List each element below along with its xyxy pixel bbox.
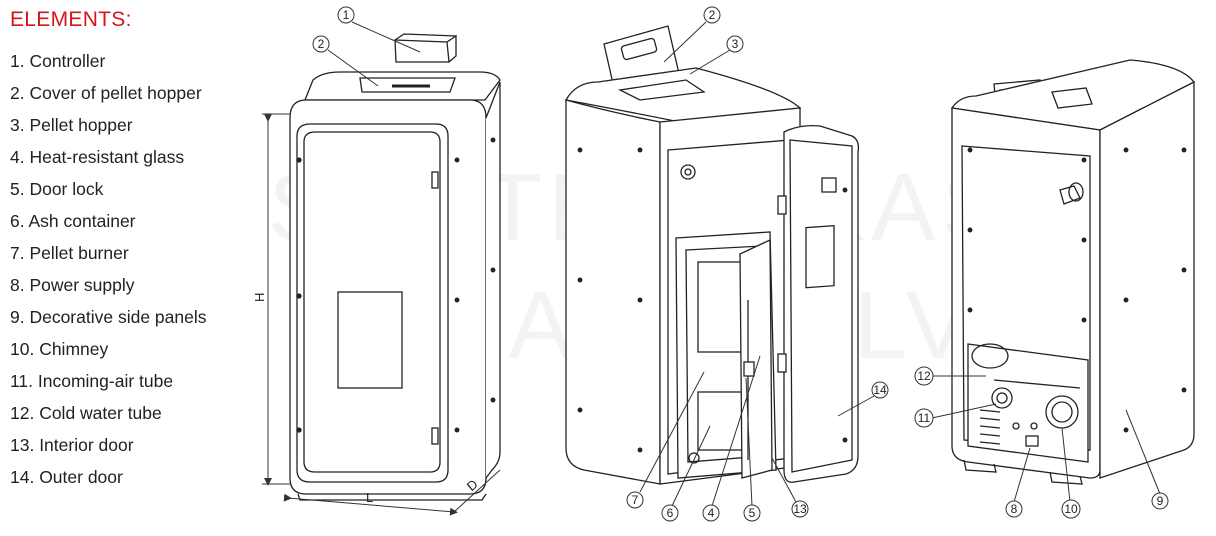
callout-label: 13 (793, 502, 807, 516)
callout-label: 4 (708, 506, 715, 520)
elements-legend: ELEMENTS: 1. Controller 2. Cover of pell… (10, 8, 260, 493)
callout-marker (914, 408, 934, 428)
dimension-height: H (252, 293, 267, 302)
back-callouts (914, 366, 1169, 519)
callout-marker (1151, 492, 1169, 510)
callout-label: 10 (1064, 502, 1078, 516)
front-dimensions (262, 113, 501, 516)
callout-label: 14 (873, 383, 887, 397)
callout-marker (1005, 500, 1023, 518)
legend-item: 9. Decorative side panels (10, 307, 207, 327)
callout-label: 9 (1157, 494, 1164, 508)
legend-item: 4. Heat-resistant glass (10, 147, 185, 167)
legend-item: 14. Outer door (10, 467, 123, 487)
callout-marker (726, 35, 744, 53)
legend-item: 13. Interior door (10, 435, 134, 455)
callout-label: 11 (918, 411, 931, 425)
callout-marker (312, 35, 330, 53)
front-callouts (312, 6, 421, 87)
legend-item: 12. Cold water tube (10, 403, 162, 423)
callout-marker (791, 500, 809, 518)
legend-item: 8. Power supply (10, 275, 135, 295)
callout-marker (1061, 499, 1081, 519)
callout-marker (661, 504, 679, 522)
callout-label: 2 (709, 8, 716, 22)
callout-marker (702, 504, 720, 522)
legend-item: 3. Pellet hopper (10, 115, 133, 135)
open-view-boiler (564, 25, 860, 485)
callout-label: 8 (1011, 502, 1018, 516)
callout-marker (337, 6, 355, 24)
legend-item: 10. Chimney (10, 339, 109, 359)
legend-item: 6. Ash container (10, 211, 136, 231)
callout-label: 7 (632, 493, 639, 507)
legend-item: 11. Incoming-air tube (10, 371, 174, 391)
callout-marker (626, 491, 644, 509)
callout-marker (743, 504, 761, 522)
open-callouts (626, 6, 889, 522)
callout-marker (703, 6, 721, 24)
callout-label: 5 (749, 506, 756, 520)
controller-box (394, 33, 457, 63)
legend-item: 2. Cover of pellet hopper (10, 83, 202, 103)
legend-title: ELEMENTS: (10, 8, 132, 31)
callout-label: 6 (667, 506, 674, 520)
callout-label: 12 (917, 369, 931, 383)
callout-label: 3 (732, 37, 739, 51)
legend-item: 5. Door lock (10, 179, 104, 199)
legend-item: 7. Pellet burner (10, 243, 129, 263)
callout-marker (914, 366, 934, 386)
front-view-closed-boiler (289, 33, 501, 501)
legend-item: 1. Controller (10, 51, 106, 71)
callout-label: 1 (343, 8, 350, 22)
callout-marker (871, 381, 889, 399)
back-view-boiler (950, 59, 1195, 485)
callout-label: 2 (318, 37, 325, 51)
dimension-length: L (366, 490, 373, 505)
legend-list: 1. Controller 2. Cover of pellet hopper … (10, 45, 260, 493)
